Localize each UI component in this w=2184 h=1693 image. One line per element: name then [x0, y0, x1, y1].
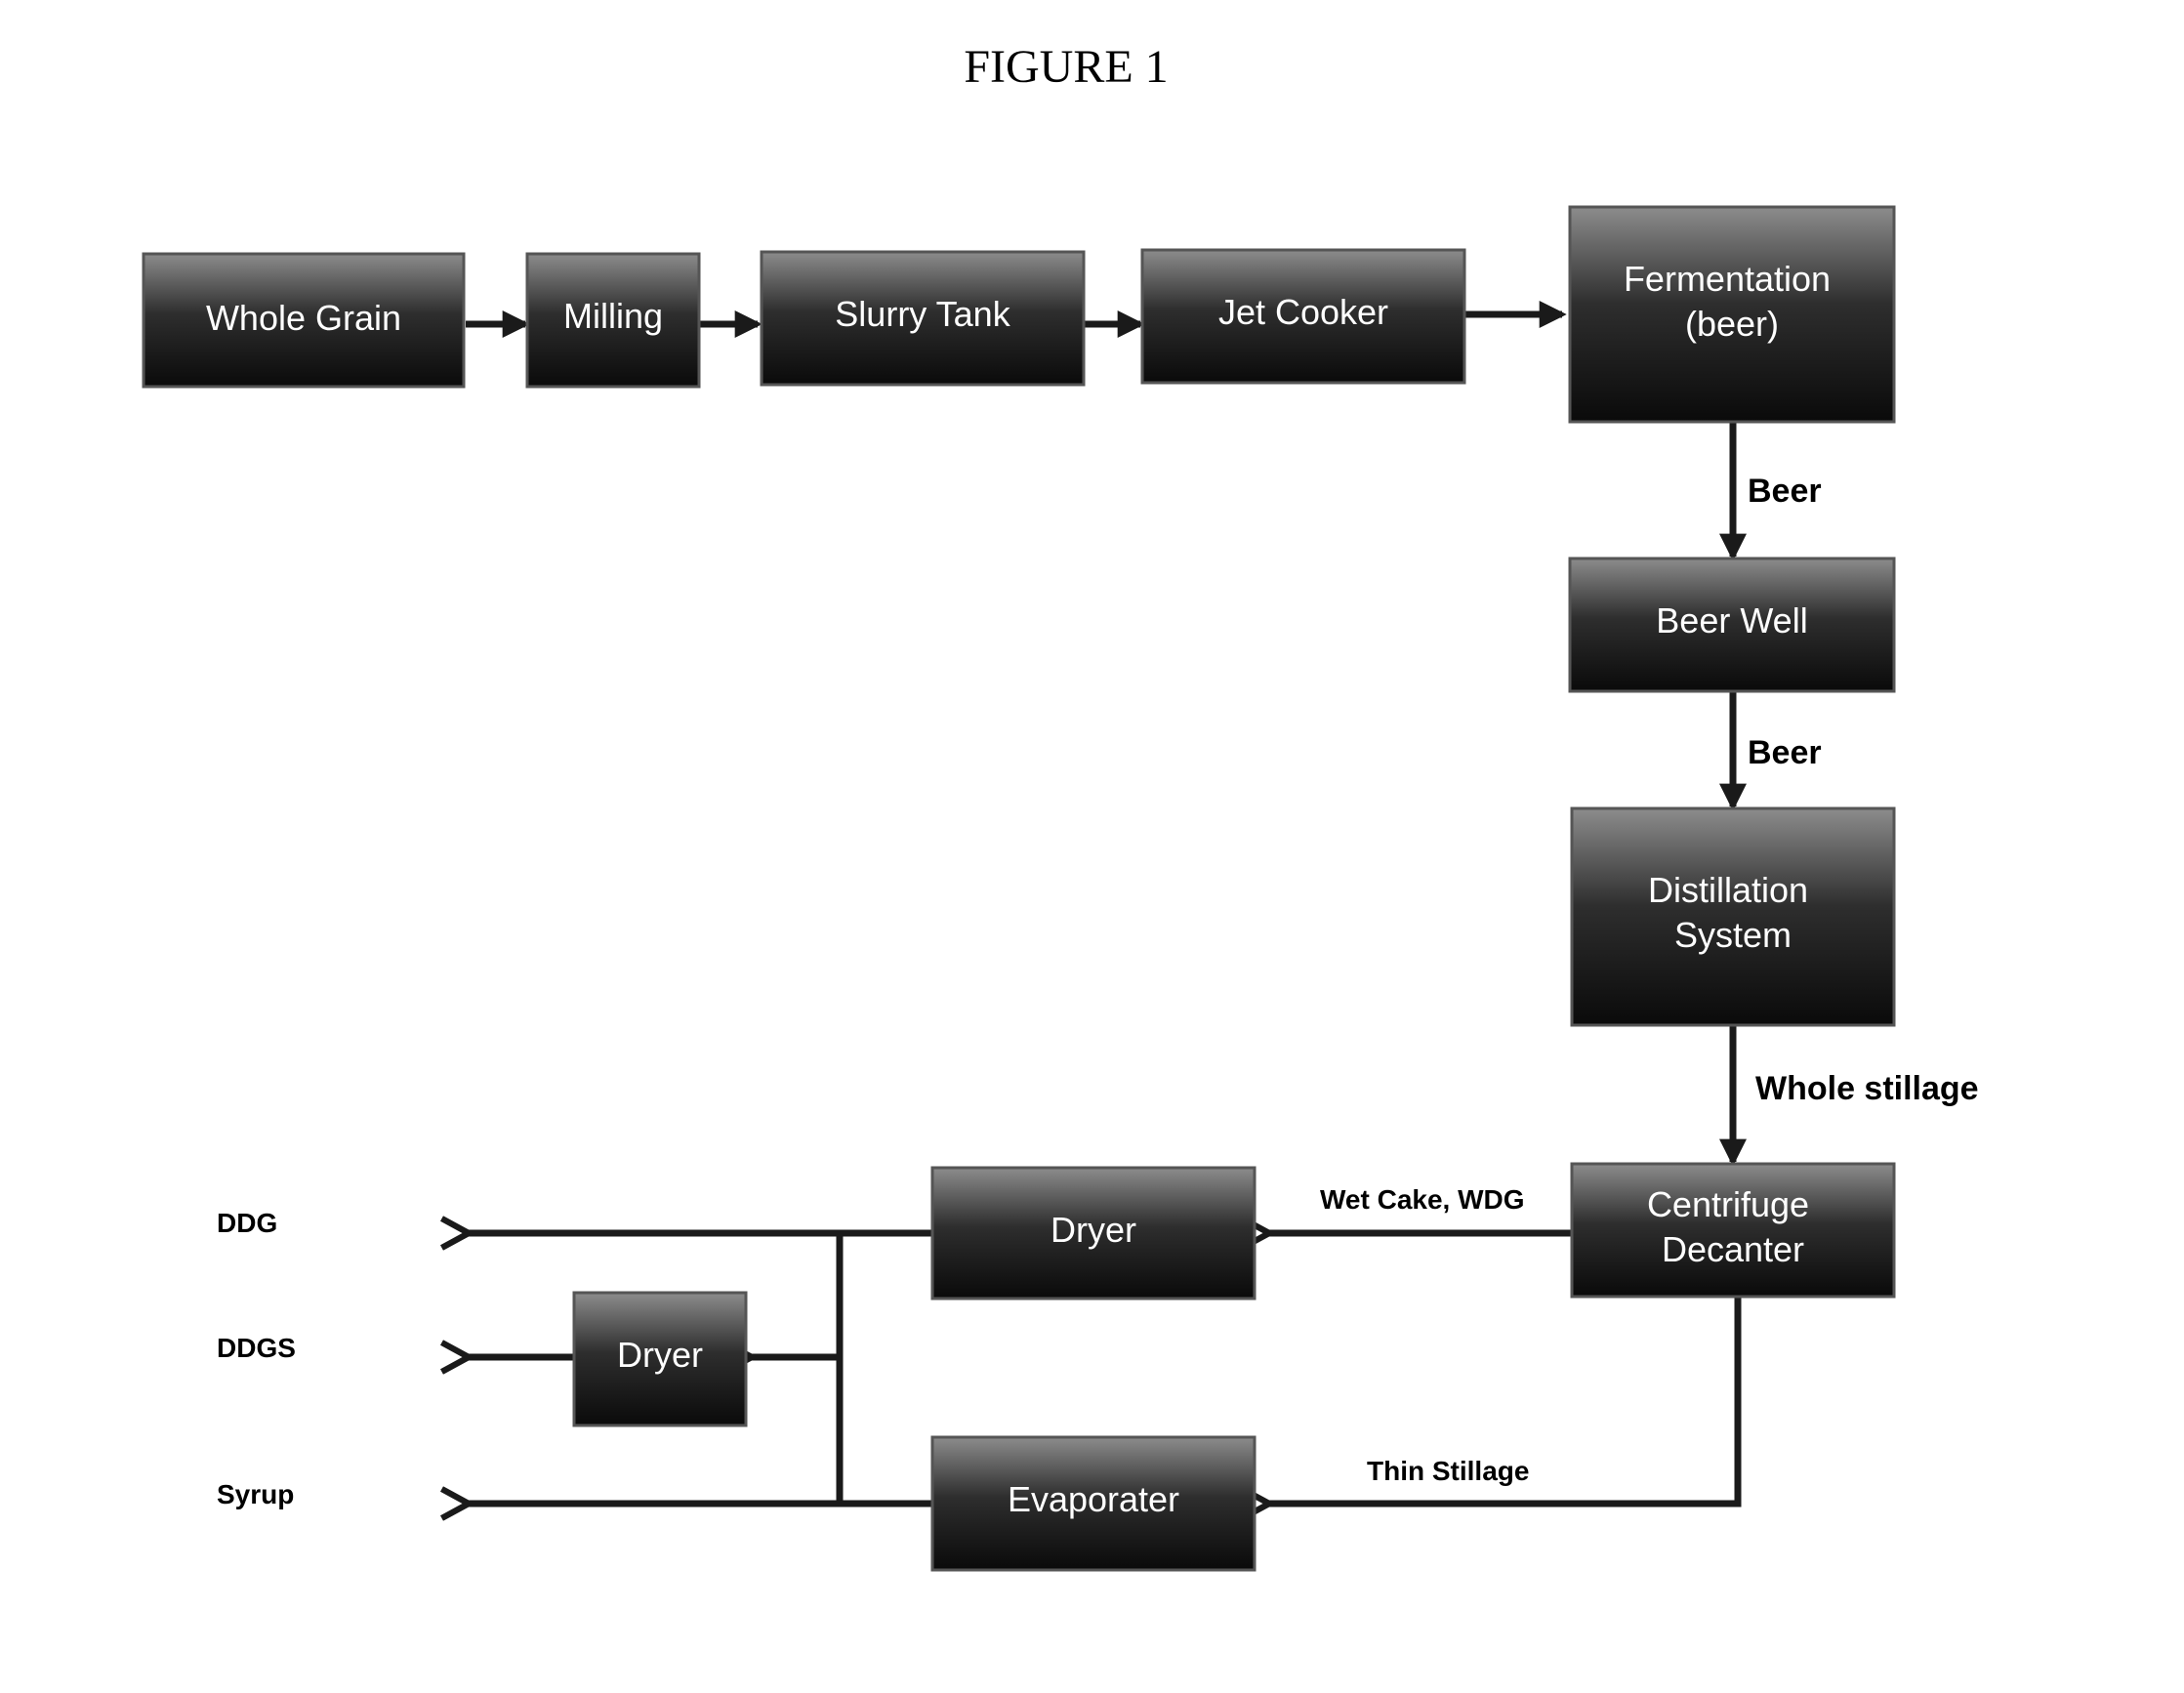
node-slurry-tank-line-1: Slurry Tank: [835, 294, 1010, 334]
edge-label-whole-stillage: Whole stillage: [1755, 1070, 1979, 1107]
node-evaporater: Evaporater: [932, 1437, 1255, 1570]
figure-title: FIGURE 1: [964, 41, 1168, 93]
svg-text:Evaporater: Evaporater: [1008, 1479, 1179, 1519]
output-label-syrup: Syrup: [217, 1479, 294, 1509]
output-label-ddg: DDG: [217, 1208, 277, 1238]
svg-text:Dryer: Dryer: [1051, 1210, 1136, 1250]
svg-text:Milling: Milling: [563, 296, 663, 336]
node-whole-grain-line-1: Whole Grain: [206, 298, 401, 338]
node-distillation-line-1: Distillation: [1648, 870, 1808, 910]
edge-label-beer-2: Beer: [1748, 734, 1822, 771]
node-distillation-line-2: System: [1674, 915, 1792, 955]
node-beer-well: Beer Well: [1570, 558, 1894, 691]
node-fermentation: Fermentation (beer): [1570, 207, 1894, 422]
output-label-ddgs: DDGS: [217, 1333, 296, 1363]
svg-text:Beer Well: Beer Well: [1656, 600, 1807, 640]
node-milling: Milling: [527, 254, 699, 387]
node-dryer-top-line-1: Dryer: [1051, 1210, 1136, 1250]
edge-label-thin-stillage: Thin Stillage: [1367, 1456, 1529, 1486]
node-distillation: Distillation System: [1572, 808, 1894, 1025]
node-dryer-top: Dryer: [932, 1168, 1255, 1299]
svg-text:Dryer: Dryer: [617, 1335, 703, 1375]
node-evaporater-line-1: Evaporater: [1008, 1479, 1179, 1519]
edge-label-wet-cake: Wet Cake, WDG: [1320, 1184, 1525, 1215]
svg-text:Slurry Tank: Slurry Tank: [835, 294, 1010, 334]
svg-text:Jet Cooker: Jet Cooker: [1218, 292, 1388, 332]
node-beer-well-line-1: Beer Well: [1656, 600, 1807, 640]
node-dryer-small: Dryer: [574, 1293, 746, 1425]
node-slurry-tank: Slurry Tank: [762, 252, 1084, 385]
node-centrifuge-line-2: Decanter: [1662, 1229, 1804, 1269]
node-milling-line-1: Milling: [563, 296, 663, 336]
node-fermentation-line-2: (beer): [1685, 304, 1779, 344]
node-centrifuge-line-1: Centrifuge: [1647, 1184, 1809, 1224]
node-dryer-small-line-1: Dryer: [617, 1335, 703, 1375]
node-whole-grain: Whole Grain: [144, 254, 464, 387]
svg-text:Whole Grain: Whole Grain: [206, 298, 401, 338]
node-jet-cooker-line-1: Jet Cooker: [1218, 292, 1388, 332]
node-centrifuge: Centrifuge Decanter: [1572, 1164, 1894, 1297]
node-fermentation-line-1: Fermentation: [1624, 259, 1831, 299]
edge-label-beer-1: Beer: [1748, 473, 1822, 510]
node-jet-cooker: Jet Cooker: [1142, 250, 1464, 383]
